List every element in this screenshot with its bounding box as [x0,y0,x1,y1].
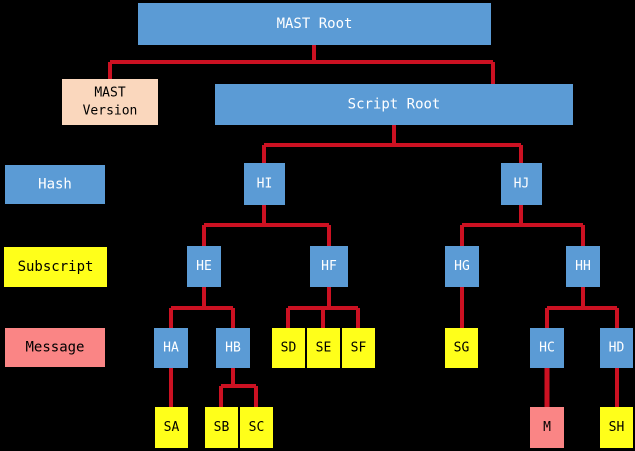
edge-hj-children [460,205,585,246]
node-sh-box [600,407,633,448]
mast-version-label: Version [83,104,138,119]
node-hh-label: HH [575,259,591,274]
node-he-box [187,246,221,287]
node-ha-label: HA [163,341,179,356]
node-hj[interactable]: HJ [501,163,542,205]
node-se-box [307,328,340,368]
node-hj-box [501,163,542,205]
legend-subscript: Subscript [4,247,107,287]
legend-subscript-box [4,247,107,287]
node-hj-label: HJ [514,177,530,192]
node-hi-box [244,163,285,205]
legend-subscript-label: Subscript [18,259,94,275]
node-sg-label: SG [454,341,470,356]
node-sb-label: SB [214,420,230,435]
mast-version-label: MAST [94,86,125,101]
node-hg[interactable]: HG [445,246,479,287]
node-hf-label: HF [321,259,337,274]
node-hf[interactable]: HF [310,246,348,287]
node-hc-box [530,328,564,368]
node-hh-box [566,246,600,287]
node-ha[interactable]: HA [154,328,188,368]
node-hb-box [216,328,250,368]
node-sf[interactable]: SF [342,328,375,368]
node-sa-box [155,407,188,448]
script-root[interactable]: Script Root [215,84,573,125]
script-root-label: Script Root [348,97,441,113]
node-hh[interactable]: HH [566,246,600,287]
node-m-box [530,407,564,448]
node-sb[interactable]: SB [205,407,238,448]
node-hb[interactable]: HB [216,328,250,368]
edge-script-root-children [262,125,523,163]
node-sa-label: SA [164,420,180,435]
node-sh-label: SH [609,420,625,435]
node-hf-box [310,246,348,287]
node-hd-label: HD [609,341,625,356]
legend-message: Message [5,328,105,367]
node-sf-label: SF [351,341,367,356]
node-sa[interactable]: SA [155,407,188,448]
edge-hb-children [219,368,258,407]
node-sc[interactable]: SC [240,407,273,448]
node-hg-box [445,246,479,287]
node-m-label: M [543,420,551,435]
node-sh[interactable]: SH [600,407,633,448]
node-sd[interactable]: SD [272,328,305,368]
node-sc-box [240,407,273,448]
mast-root-box [138,3,491,45]
edge-hh-children [545,287,619,328]
node-sg-box [445,328,478,368]
node-hi-label: HI [257,177,273,192]
node-hg-label: HG [454,259,470,274]
mast-root-label: MAST Root [277,16,353,32]
mast-version-box [62,79,158,125]
node-hb-label: HB [225,341,241,356]
edge-mast-root-children [108,45,495,84]
edge-hf-children [286,287,360,328]
node-hi[interactable]: HI [244,163,285,205]
script-root-box [215,84,573,125]
node-he-label: HE [196,259,212,274]
legend-message-label: Message [25,340,84,356]
node-hd[interactable]: HD [600,328,633,368]
node-ha-box [154,328,188,368]
node-se-label: SE [316,341,332,356]
node-sf-box [342,328,375,368]
edge-he-children [169,287,235,328]
legend-message-box [5,328,105,367]
mast-root[interactable]: MAST Root [138,3,491,45]
legend-hash-box [5,165,105,204]
node-hd-box [600,328,633,368]
node-se[interactable]: SE [307,328,340,368]
node-sd-label: SD [281,341,297,356]
edge-hi-children [202,205,331,246]
edge-layer [108,45,619,407]
node-he[interactable]: HE [187,246,221,287]
node-sb-box [205,407,238,448]
node-sg[interactable]: SG [445,328,478,368]
legend-hash: Hash [5,165,105,204]
node-hc-label: HC [539,341,555,356]
node-hc[interactable]: HC [530,328,564,368]
mast-version[interactable]: MAST Version [62,79,158,125]
node-sd-box [272,328,305,368]
node-sc-label: SC [249,420,265,435]
node-m[interactable]: M [530,407,564,448]
legend-hash-label: Hash [38,177,72,193]
